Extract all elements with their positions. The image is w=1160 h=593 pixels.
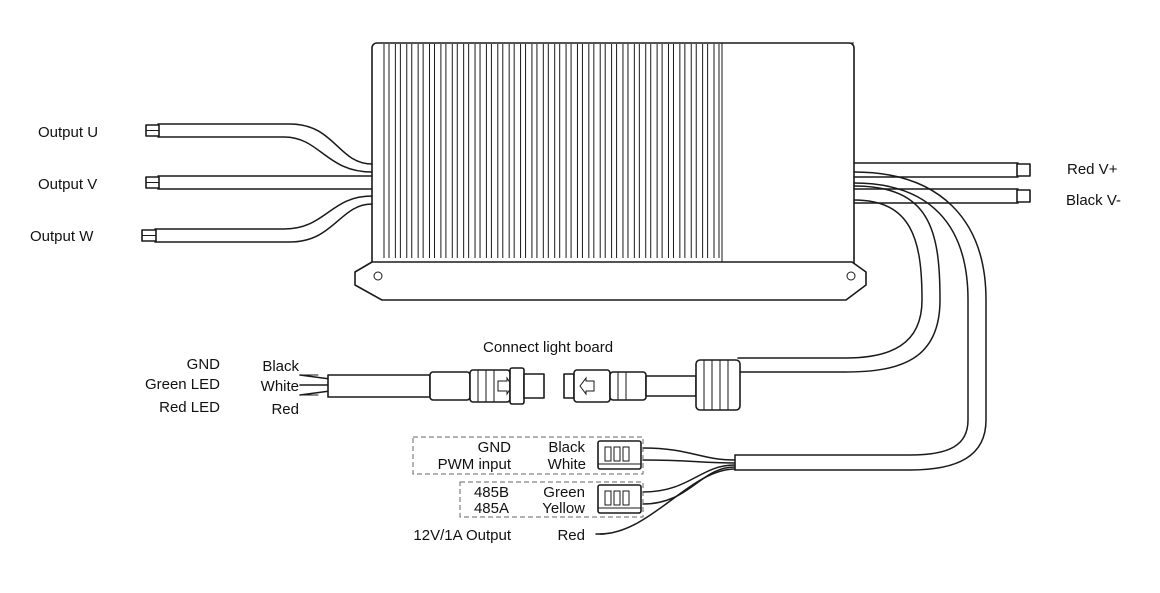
label-white-box: White xyxy=(548,456,586,473)
label-white-left: White xyxy=(261,378,299,395)
rs485-connector xyxy=(597,484,642,514)
label-red-left: Red xyxy=(271,401,299,418)
rs485-group-box xyxy=(459,481,644,518)
label-485b: 485B xyxy=(474,484,509,501)
label-pwm-input: PWM input xyxy=(438,456,512,473)
light-board-socket xyxy=(563,359,741,411)
controller-body xyxy=(354,42,867,301)
black-vminus-cable xyxy=(853,188,1031,204)
label-connect-light-board: Connect light board xyxy=(483,339,613,356)
label-black-box: Black xyxy=(548,439,585,456)
label-output-u: Output U xyxy=(38,124,98,141)
label-output-v: Output V xyxy=(38,176,97,193)
label-12v-output: 12V/1A Output xyxy=(413,527,511,544)
output-v-cable xyxy=(145,175,373,190)
label-output-w: Output W xyxy=(30,228,94,245)
label-green-led: Green LED xyxy=(145,376,220,393)
label-black-vminus: Black V- xyxy=(1066,192,1121,209)
light-board-cable xyxy=(737,185,941,373)
label-green-box: Green xyxy=(543,484,585,501)
output-w-cable xyxy=(141,195,373,243)
label-gnd-left: GND xyxy=(187,356,221,373)
label-red-box: Red xyxy=(557,527,585,544)
output-u-cable xyxy=(145,123,373,173)
label-black-left: Black xyxy=(262,358,299,375)
label-485a: 485A xyxy=(474,500,509,517)
label-red-led: Red LED xyxy=(159,399,220,416)
red-vplus-cable xyxy=(853,162,1031,178)
label-red-vplus: Red V+ xyxy=(1067,161,1118,178)
label-yellow-box: Yellow xyxy=(542,500,585,517)
harness-wires xyxy=(595,447,736,535)
label-gnd-box: GND xyxy=(478,439,512,456)
light-board-plug xyxy=(299,367,545,405)
pwm-group-box xyxy=(412,436,644,475)
pwm-connector xyxy=(597,440,642,470)
heatsink-fins xyxy=(383,44,720,258)
